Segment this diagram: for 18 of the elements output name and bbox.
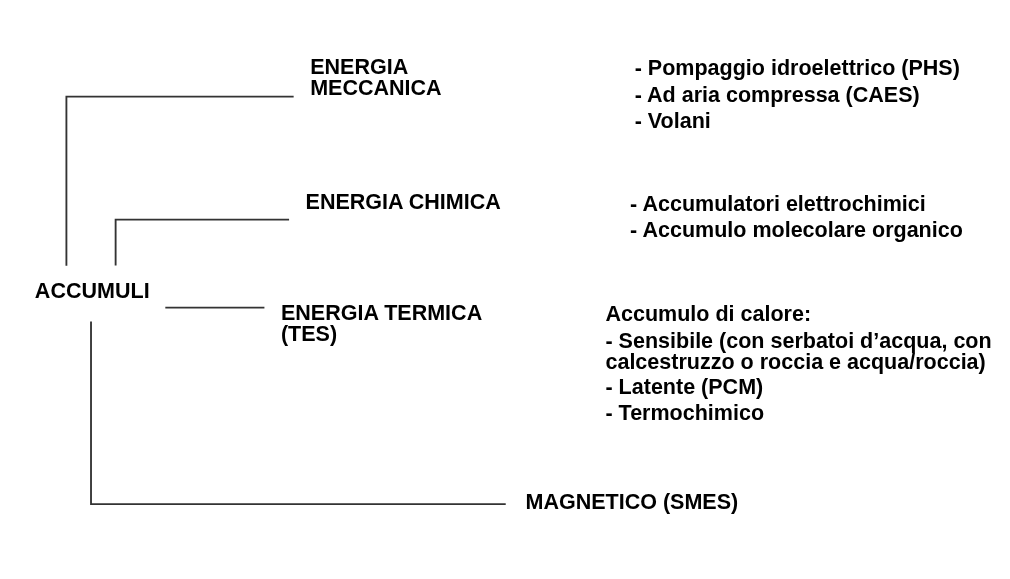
node-label: Accumulo di calore: <box>604 301 811 326</box>
node-label: - Accumulo molecolare organico <box>629 217 963 242</box>
node-label: - Termochimico <box>604 400 764 425</box>
connector <box>163 306 265 309</box>
node-label: - Accumulatori elettrochimici <box>629 191 926 216</box>
node-text: ENERGIA TERMICA (TES) <box>280 300 482 346</box>
node-text: ACCUMULI <box>34 278 150 303</box>
node-text: MAGNETICO (SMES) <box>524 489 738 514</box>
node-text: ENERGIA CHIMICA <box>305 189 501 214</box>
connector <box>114 218 290 266</box>
node-label: - Pompaggio idroelettrico (PHS) <box>634 55 960 80</box>
node-label: - Ad aria compressa (CAES) <box>634 82 920 107</box>
connector <box>65 95 295 267</box>
node-label: - Sensibile (con serbatoi d’acqua, con calcestruzzo o roccia e acqua/roccia) <box>604 328 992 374</box>
connector <box>89 320 507 505</box>
node-label: - Latente (PCM) <box>604 374 763 399</box>
node-label: - Volani <box>634 108 711 133</box>
node-text: ENERGIA MECCANICA <box>309 54 442 100</box>
